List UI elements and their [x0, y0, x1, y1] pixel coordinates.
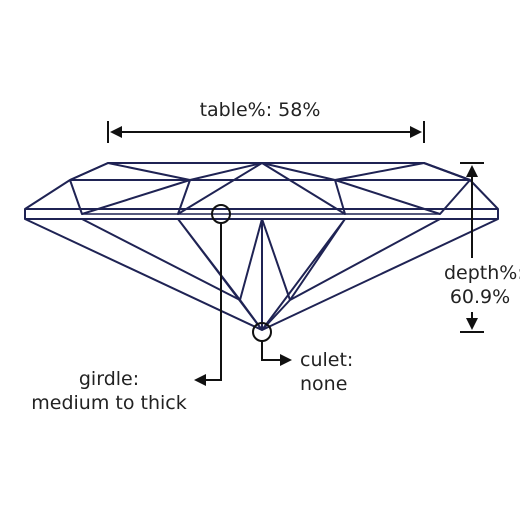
depth-percent-value: 60.9%	[449, 286, 511, 308]
table-percent-text: table%: 58%	[199, 99, 321, 121]
girdle-value: medium to thick	[31, 392, 187, 414]
culet-name: culet:	[300, 349, 354, 371]
girdle-pointer	[194, 204, 231, 386]
table-percent-label: table%: 58%	[0, 98, 520, 122]
girdle-label: girdle: medium to thick	[18, 367, 200, 415]
table-dimension-arrow	[107, 121, 425, 143]
depth-percent-name: depth%:	[444, 262, 520, 284]
culet-label: culet: none	[300, 348, 353, 396]
girdle-name: girdle:	[78, 368, 140, 390]
culet-pointer	[252, 322, 292, 366]
culet-value: none	[300, 373, 348, 395]
depth-dimension-arrow	[460, 162, 484, 333]
diamond-profile	[24, 162, 499, 331]
depth-percent-label: depth%: 60.9%	[444, 261, 520, 309]
